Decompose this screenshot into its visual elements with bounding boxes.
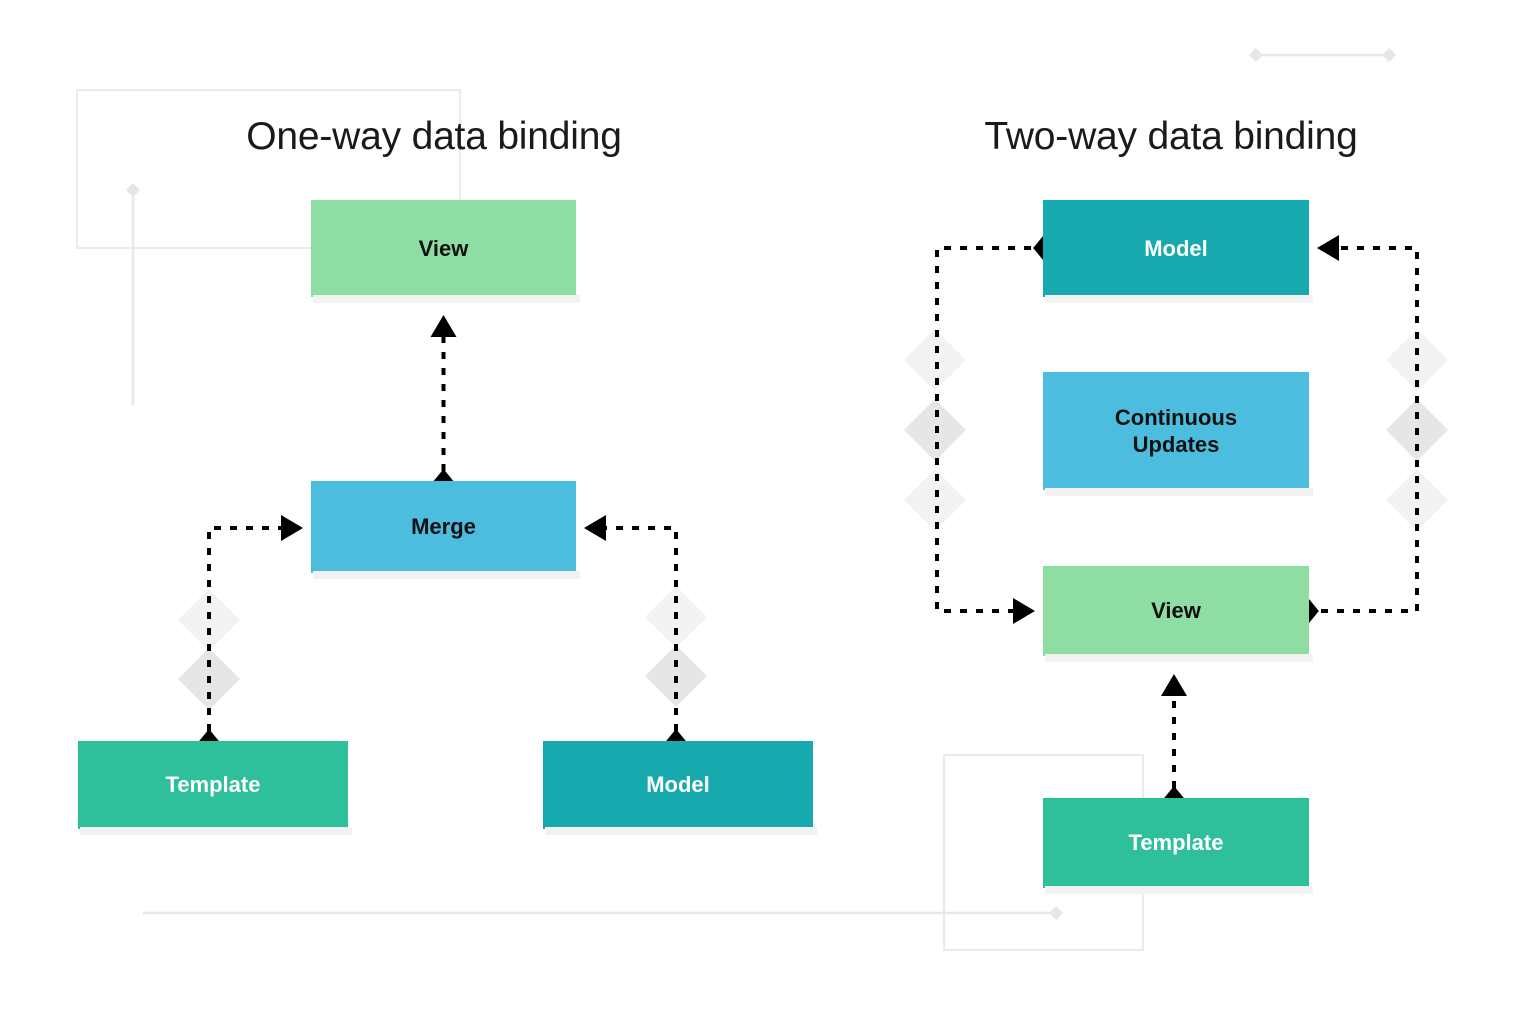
decorative-diamond-3-0: [1386, 329, 1448, 391]
decorative-diamond-3-2: [1386, 469, 1448, 531]
edge-line-model-to-view: [935, 246, 1031, 613]
node-label-template: Template: [165, 772, 261, 798]
node-shadow: [80, 827, 352, 835]
panel-title-one-way: One-way data binding: [246, 115, 622, 158]
node-merge[interactable]: Merge: [311, 481, 580, 579]
node-shadow: [1045, 488, 1313, 496]
node-label-view: View: [418, 235, 469, 261]
node-label-merge: Merge: [411, 514, 476, 540]
node-label-template2: Template: [1128, 830, 1224, 856]
node-view2[interactable]: View: [1043, 566, 1313, 662]
node-shadow: [545, 827, 817, 835]
decorative-small-diamond: [1049, 906, 1063, 920]
node-view[interactable]: View: [311, 200, 580, 303]
decorative-small-diamond: [1382, 48, 1396, 62]
node-label-continuous: Continuous Updates: [1114, 404, 1238, 458]
decorative-small-diamond: [1249, 48, 1263, 62]
panel-title-two-way: Two-way data binding: [984, 115, 1358, 158]
edge-line-view-to-model: [1321, 246, 1419, 613]
decorative-rect-0: [76, 89, 461, 249]
node-shadow: [313, 295, 580, 303]
decorative-diamond-0-0: [178, 589, 240, 651]
node-shadow: [1045, 295, 1313, 303]
node-template2[interactable]: Template: [1043, 798, 1313, 894]
decorative-small-diamond: [126, 183, 140, 197]
node-model2[interactable]: Model: [1043, 200, 1313, 303]
node-shadow: [1045, 886, 1313, 894]
decorative-diamond-2-2: [904, 469, 966, 531]
edge-arrowhead-template-to-merge: [281, 515, 303, 541]
edge-arrowhead-merge-to-view: [430, 315, 457, 337]
decorative-diamond-2-0: [904, 329, 966, 391]
edge-arrowhead-template-to-view: [1161, 674, 1187, 696]
edge-arrowhead-model-to-view: [1013, 598, 1035, 624]
node-shadow: [313, 571, 580, 579]
edge-arrowhead-model-to-merge: [584, 515, 606, 541]
node-label-model2: Model: [1144, 235, 1208, 261]
edge-line-model-to-merge: [602, 526, 678, 731]
node-label-model: Model: [646, 772, 710, 798]
edge-arrowhead-view-to-model: [1317, 235, 1339, 261]
node-template[interactable]: Template: [78, 741, 352, 835]
edge-line-template-to-merge: [207, 526, 285, 731]
node-continuous[interactable]: Continuous Updates: [1043, 372, 1313, 496]
node-model[interactable]: Model: [543, 741, 817, 835]
node-label-view2: View: [1151, 598, 1201, 624]
node-shadow: [1045, 654, 1313, 662]
